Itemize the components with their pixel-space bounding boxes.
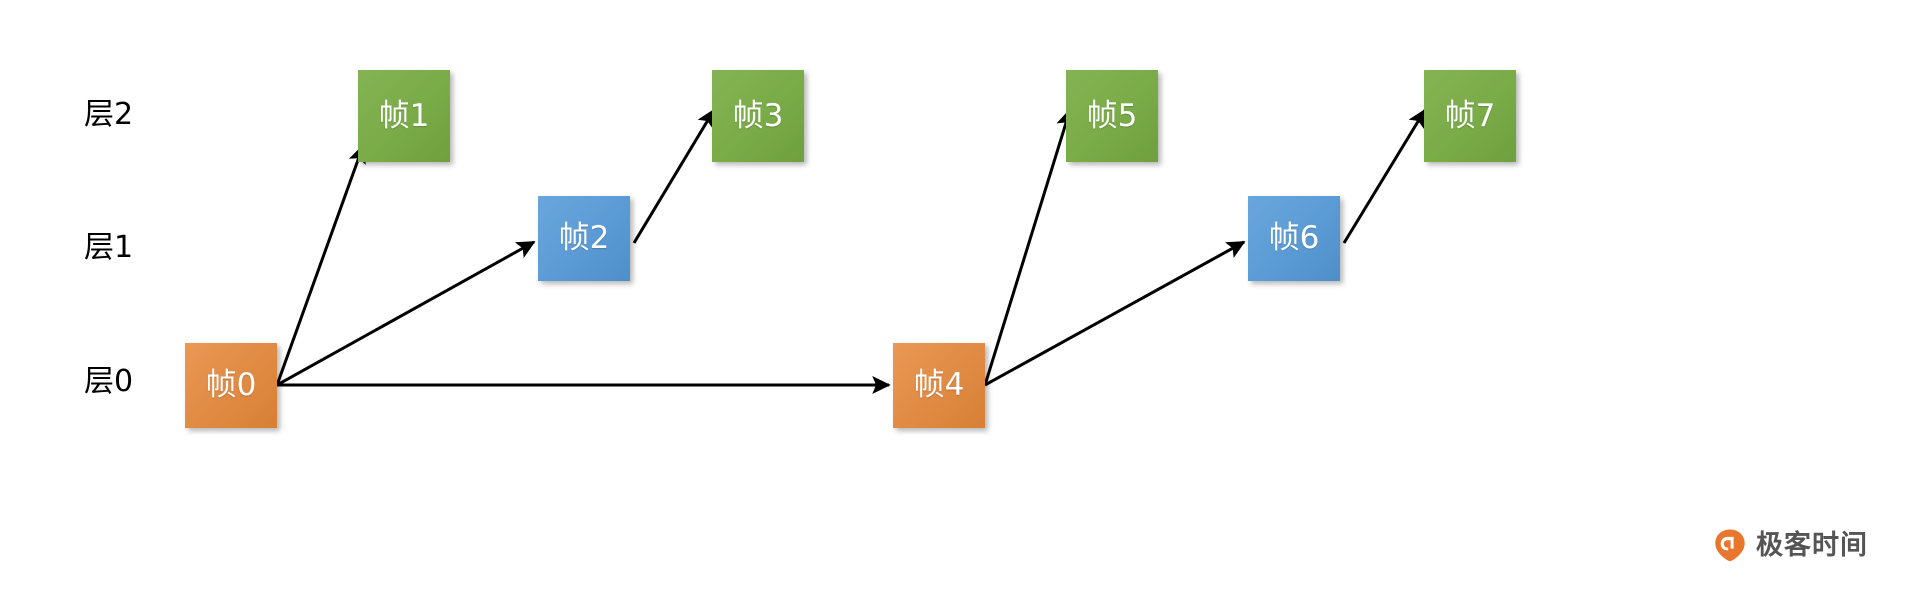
layer-label-2: 层2 (84, 97, 134, 132)
node-label: 帧7 (1444, 97, 1496, 134)
edge-frame4-frame5 (983, 108, 1074, 386)
layer-label-1: 层1 (84, 230, 134, 265)
edge-frame0-frame1 (275, 144, 366, 386)
node-frame7[interactable]: 帧7 (1424, 70, 1516, 162)
watermark-text: 极客时间 (1756, 529, 1868, 561)
node-label: 帧3 (732, 97, 784, 134)
node-frame2[interactable]: 帧2 (538, 196, 630, 281)
node-label: 帧4 (913, 367, 965, 403)
watermark: 极客时间 (1713, 528, 1868, 562)
node-label: 帧6 (1268, 220, 1320, 256)
node-frame4[interactable]: 帧4 (893, 343, 985, 428)
edge-frame2-frame3 (632, 108, 716, 244)
node-frame5[interactable]: 帧5 (1066, 70, 1158, 162)
edge-frame0-frame2 (276, 240, 536, 387)
node-frame1[interactable]: 帧1 (358, 70, 450, 162)
layer-label-0: 层0 (84, 364, 134, 399)
node-frame3[interactable]: 帧3 (712, 70, 804, 162)
node-frame0[interactable]: 帧0 (185, 343, 277, 428)
geek-time-logo-icon (1713, 528, 1747, 562)
node-label: 帧2 (558, 220, 610, 256)
node-label: 帧5 (1086, 97, 1138, 134)
node-frame6[interactable]: 帧6 (1248, 196, 1340, 281)
node-label: 帧1 (378, 97, 430, 134)
edge-frame4-frame6 (984, 240, 1246, 387)
node-label: 帧0 (205, 367, 257, 403)
edge-frame6-frame7 (1342, 108, 1427, 244)
